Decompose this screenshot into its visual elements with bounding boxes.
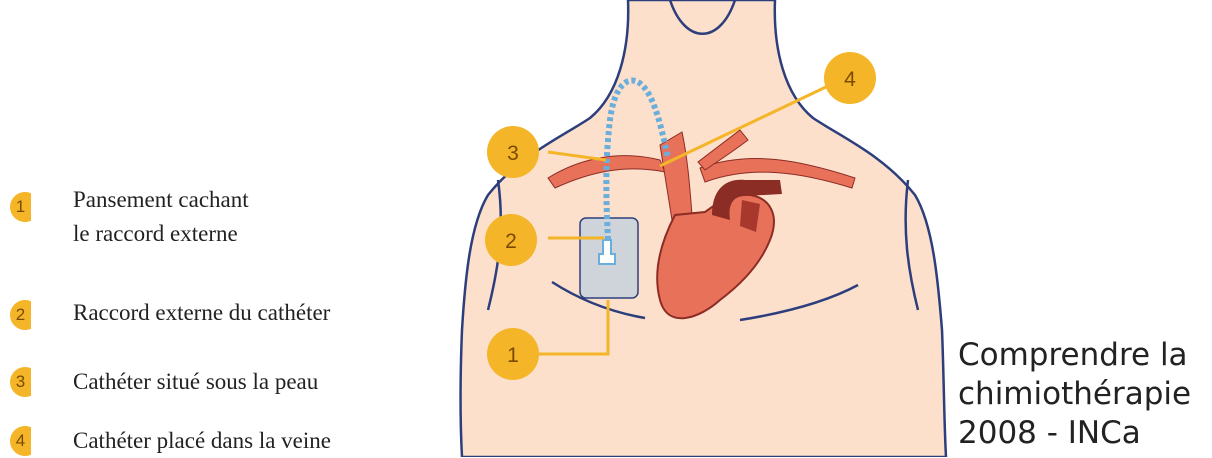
legend-label: Cathéter placé dans la veine xyxy=(73,424,433,458)
legend: 1 Pansement cachant le raccord externe 2… xyxy=(0,0,440,457)
legend-label: Pansement cachant le raccord externe xyxy=(73,183,433,251)
legend-label: Cathéter situé sous la peau xyxy=(73,365,433,399)
number-badge: 1 xyxy=(10,192,40,222)
legend-label-line: le raccord externe xyxy=(73,217,433,251)
callout-number-1: 1 xyxy=(507,344,519,367)
number-badge: 3 xyxy=(10,367,40,397)
number-badge: 2 xyxy=(10,300,40,330)
callout-number-2: 2 xyxy=(505,230,517,253)
number-badge: 4 xyxy=(10,426,40,456)
callout-number-4: 4 xyxy=(844,68,856,91)
caption-line: chimiothérapie xyxy=(958,375,1212,414)
callout-number-3: 3 xyxy=(507,142,519,165)
source-caption: Comprendre la chimiothérapie 2008 - INCa xyxy=(958,336,1212,453)
legend-label: Raccord externe du cathéter xyxy=(73,296,433,330)
caption-line: Comprendre la xyxy=(958,336,1212,375)
caption-line: 2008 - INCa xyxy=(958,414,1212,453)
legend-label-line: Pansement cachant xyxy=(73,183,433,217)
torso-diagram: 1 2 3 4 xyxy=(440,0,960,457)
